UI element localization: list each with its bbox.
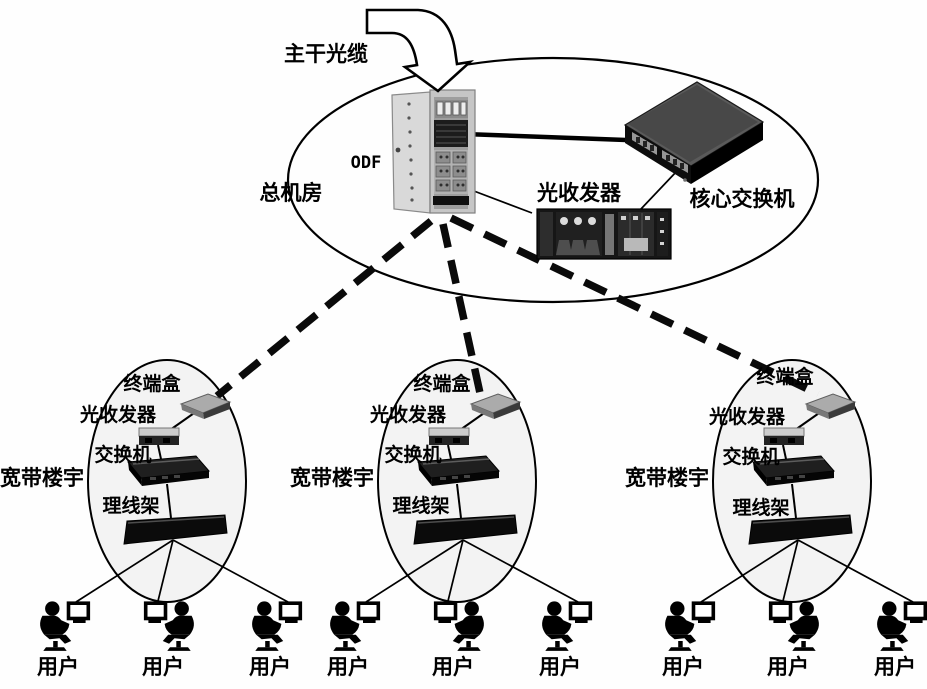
link-odf-transceiver [465, 187, 533, 214]
user-icon [252, 601, 303, 651]
building-switch-label: 交换机 [722, 445, 779, 468]
building-transceiver-device [138, 427, 180, 446]
main-room-ellipse [286, 56, 820, 304]
backbone-arrow-icon [365, 8, 475, 93]
building-1: 宽带楼宇 终端盒 光收发器 交换机 理线架 用户 用户 用户 [0, 372, 303, 679]
link-switch-rack [791, 483, 797, 519]
link-transceiver-core-switch [639, 170, 678, 211]
building-switch-label: 交换机 [94, 443, 151, 466]
user-label: 用户 [37, 655, 79, 679]
building-label: 宽带楼宇 [625, 466, 709, 490]
backbone-label: 主干光缆 [284, 42, 368, 66]
user-label: 用户 [327, 655, 369, 679]
drop-line-user-3 [462, 539, 579, 603]
user-icon [768, 601, 819, 651]
user-label: 用户 [249, 655, 291, 679]
cable-rack-label: 理线架 [102, 494, 159, 517]
building-transceiver-label: 光收发器 [369, 403, 447, 426]
user-icon [542, 601, 593, 651]
building-3: 宽带楼宇 终端盒 光收发器 交换机 理线架 用户 用户 用户 [625, 365, 927, 679]
user-label: 用户 [142, 655, 184, 679]
drop-line-user-2 [447, 539, 464, 602]
user-label: 用户 [432, 655, 474, 679]
terminal-box-label: 终端盒 [123, 372, 181, 395]
cable-rack-label: 理线架 [392, 494, 449, 517]
drop-line-user-1 [365, 539, 464, 603]
link-transceiver-switch [447, 444, 452, 460]
main-room-label: 总机房 [260, 181, 323, 205]
core-switch-device [623, 81, 765, 184]
cable-rack-label: 理线架 [732, 496, 789, 519]
drop-line-user-1 [75, 539, 174, 603]
optical-transceiver-label: 光收发器 [536, 181, 622, 205]
building-transceiver-label: 光收发器 [708, 405, 786, 428]
building-transceiver-device [763, 427, 805, 446]
user-icon [433, 601, 484, 651]
fiber-link-building-2 [439, 223, 484, 394]
building-transceiver-label: 光收发器 [79, 403, 157, 426]
user-icon [40, 601, 91, 651]
link-odf-core-switch [463, 131, 627, 143]
drop-line-user-3 [172, 539, 289, 603]
user-label: 用户 [539, 655, 581, 679]
link-transceiver-switch [782, 444, 787, 460]
core-switch-label: 核心交换机 [690, 187, 795, 211]
fiber-link-building-3 [449, 214, 820, 398]
user-icon [877, 601, 927, 651]
user-label: 用户 [767, 655, 809, 679]
terminal-box-label: 终端盒 [756, 365, 814, 388]
user-icon [330, 601, 381, 651]
building-switch-label: 交换机 [384, 443, 441, 466]
drop-line-user-2 [157, 539, 174, 602]
odf-label: ODF [351, 153, 382, 173]
link-switch-rack [456, 483, 462, 519]
building-transceiver-device [428, 427, 470, 446]
link-switch-rack [166, 483, 172, 519]
optical-transceiver-device [536, 208, 672, 260]
user-icon [665, 601, 716, 651]
user-icon [143, 601, 194, 651]
user-label: 用户 [874, 655, 916, 679]
building-label: 宽带楼宇 [0, 466, 84, 490]
odf-cabinet-door [391, 91, 431, 214]
drop-line-user-1 [700, 539, 799, 603]
terminal-box-label: 终端盒 [413, 372, 471, 395]
odf-cabinet-device [391, 89, 476, 214]
drop-line-user-3 [797, 539, 914, 603]
building-label: 宽带楼宇 [290, 466, 374, 490]
drop-line-user-2 [782, 539, 799, 602]
user-label: 用户 [662, 655, 704, 679]
building-2: 宽带楼宇 终端盒 光收发器 交换机 理线架 用户 用户 用户 [290, 372, 593, 679]
fiber-link-building-1 [214, 218, 434, 399]
link-transceiver-switch [157, 444, 162, 460]
